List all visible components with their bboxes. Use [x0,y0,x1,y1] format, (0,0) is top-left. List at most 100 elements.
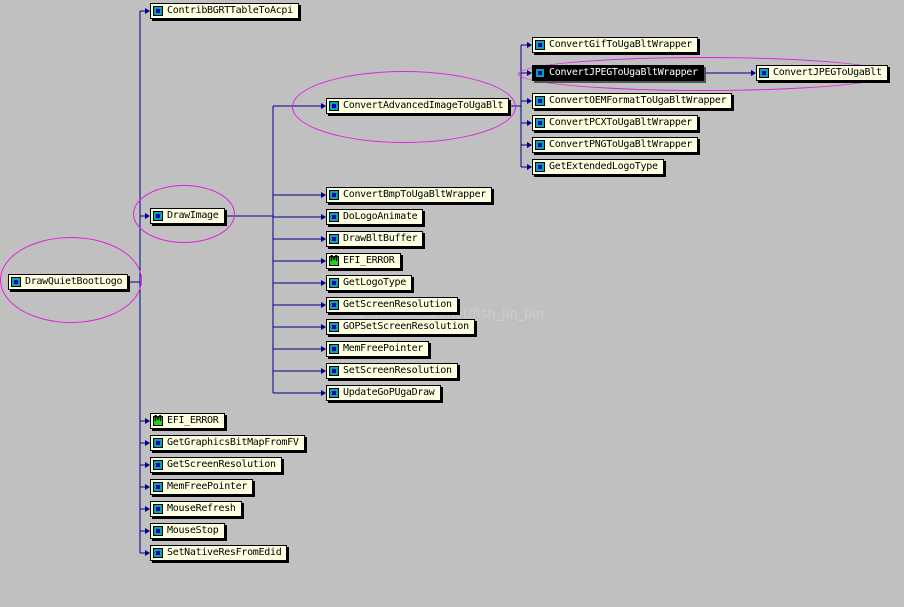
node-dologoanimate-drawimage_children-2[interactable]: DoLogoAnimate [326,209,424,225]
node-getscreenresolution-level1-4[interactable]: GetScreenResolution [150,457,282,473]
node-convertpngtougabltwrapper-advanced_children-4[interactable]: ConvertPNGToUgaBltWrapper [532,137,699,153]
function-icon [153,460,163,470]
function-icon [11,277,21,287]
advanced-arrow [527,98,532,104]
function-icon [759,68,769,78]
drawimage-arrow [321,280,326,286]
advanced-arrow [527,42,532,48]
function-icon [329,212,339,222]
function-icon [329,366,339,376]
node-memfreepointer-level1-5[interactable]: MemFreePointer [150,479,254,495]
function-icon [535,140,545,150]
node-label: MemFreePointer [343,343,424,354]
function-icon [153,526,163,536]
node-label: DrawImage [167,210,219,221]
node-label: ConvertGifToUgaBltWrapper [549,39,693,50]
node-label: MouseRefresh [167,503,236,514]
node-convertadvancedimagetougablt-drawimage_children-0[interactable]: ConvertAdvancedImageToUgaBlt [326,98,510,114]
level1-arrow [145,418,150,424]
node-mouserefresh-level1-6[interactable]: MouseRefresh [150,501,242,517]
node-mousestop-level1-7[interactable]: MouseStop [150,523,225,539]
function-icon [535,162,545,172]
node-contribbgrttabletoacpi-level1-0[interactable]: ContribBGRTTableToAcpi [150,3,299,19]
node-label: ConvertOEMFormatToUgaBltWrapper [549,95,727,106]
node-label: GetExtendedLogoType [549,161,658,172]
level1-arrow [145,440,150,446]
function-icon [153,482,163,492]
node-label: ConvertPCXToUgaBltWrapper [549,117,693,128]
function-icon [153,548,163,558]
function-icon [329,322,339,332]
drawimage-arrow [321,346,326,352]
node-label: ConvertPNGToUgaBltWrapper [549,139,693,150]
node-convertbmptougabltwrapper-drawimage_children-1[interactable]: ConvertBmpToUgaBltWrapper [326,187,493,203]
advanced-arrow [527,120,532,126]
function-icon [329,190,339,200]
node-updategopugadraw-drawimage_children-10[interactable]: UpdateGoPUgaDraw [326,385,441,401]
node-label: SetNativeResFromEdid [167,547,282,558]
node-convertoemformattougabltwrapper-advanced_children-2[interactable]: ConvertOEMFormatToUgaBltWrapper [532,93,733,109]
jpeg-arrow [751,70,756,76]
node-drawimage-level1-1[interactable]: DrawImage [150,208,225,224]
drawimage-arrow [321,368,326,374]
level1-arrow [145,484,150,490]
node-gopsetscreenresolution-drawimage_children-7[interactable]: GOPSetScreenResolution [326,319,475,335]
level1-arrow [145,528,150,534]
node-getscreenresolution-drawimage_children-6[interactable]: GetScreenResolution [326,297,458,313]
node-label: DrawBltBuffer [343,233,418,244]
function-icon [329,234,339,244]
function-icon [535,118,545,128]
function-icon [153,211,163,221]
node-label: MemFreePointer [167,481,248,492]
node-label: GetScreenResolution [343,299,452,310]
node-convertjpegtougabltwrapper-advanced_children-1[interactable]: ConvertJPEGToUgaBltWrapper [532,65,704,81]
node-label: GetLogoType [343,277,406,288]
node-label: ConvertJPEGToUgaBlt [773,67,882,78]
drawimage-arrow [321,324,326,330]
function-icon [329,278,339,288]
node-getextendedlogotype-advanced_children-5[interactable]: GetExtendedLogoType [532,159,664,175]
node-efi-error-level1-2[interactable]: EFI_ERROR [150,413,225,429]
advanced-arrow [527,164,532,170]
drawimage-arrow [321,302,326,308]
node-label: GetScreenResolution [167,459,276,470]
node-label: UpdateGoPUgaDraw [343,387,435,398]
function-icon [153,438,163,448]
node-convertjpegtougablt-jpeg_children-0[interactable]: ConvertJPEGToUgaBlt [756,65,888,81]
level1-arrow [145,550,150,556]
function-icon [329,101,339,111]
node-drawquietbootlogo-root[interactable]: DrawQuietBootLogo [8,274,129,290]
node-label: DrawQuietBootLogo [25,276,123,287]
node-setnativeresfromedid-level1-8[interactable]: SetNativeResFromEdid [150,545,288,561]
advanced-arrow [527,70,532,76]
node-convertgiftougabltwrapper-advanced_children-0[interactable]: ConvertGifToUgaBltWrapper [532,37,699,53]
node-label: MouseStop [167,525,219,536]
node-setscreenresolution-drawimage_children-9[interactable]: SetScreenResolution [326,363,458,379]
function-icon [329,344,339,354]
node-label: ConvertAdvancedImageToUgaBlt [343,100,504,111]
node-getlogotype-drawimage_children-5[interactable]: GetLogoType [326,275,412,291]
drawimage-arrow [321,236,326,242]
node-label: SetScreenResolution [343,365,452,376]
node-memfreepointer-drawimage_children-8[interactable]: MemFreePointer [326,341,430,357]
level1-arrow [145,462,150,468]
drawimage-arrow [321,192,326,198]
node-convertpcxtougabltwrapper-advanced_children-3[interactable]: ConvertPCXToUgaBltWrapper [532,115,699,131]
node-label: DoLogoAnimate [343,211,418,222]
node-label: ConvertBmpToUgaBltWrapper [343,189,487,200]
node-getgraphicsbitmapfromfv-level1-3[interactable]: GetGraphicsBitMapFromFV [150,435,305,451]
drawimage-arrow [321,390,326,396]
node-label: ConvertJPEGToUgaBltWrapper [549,67,698,78]
advanced-arrow [527,142,532,148]
function-icon [153,6,163,16]
drawimage-arrow [321,258,326,264]
node-drawbltbuffer-drawimage_children-3[interactable]: DrawBltBuffer [326,231,424,247]
function-icon [535,96,545,106]
node-label: ContribBGRTTableToAcpi [167,5,293,16]
node-label: GOPSetScreenResolution [343,321,469,332]
node-efi-error-drawimage_children-4[interactable]: EFI_ERROR [326,253,401,269]
node-label: GetGraphicsBitMapFromFV [167,437,299,448]
drawimage-arrow [321,214,326,220]
